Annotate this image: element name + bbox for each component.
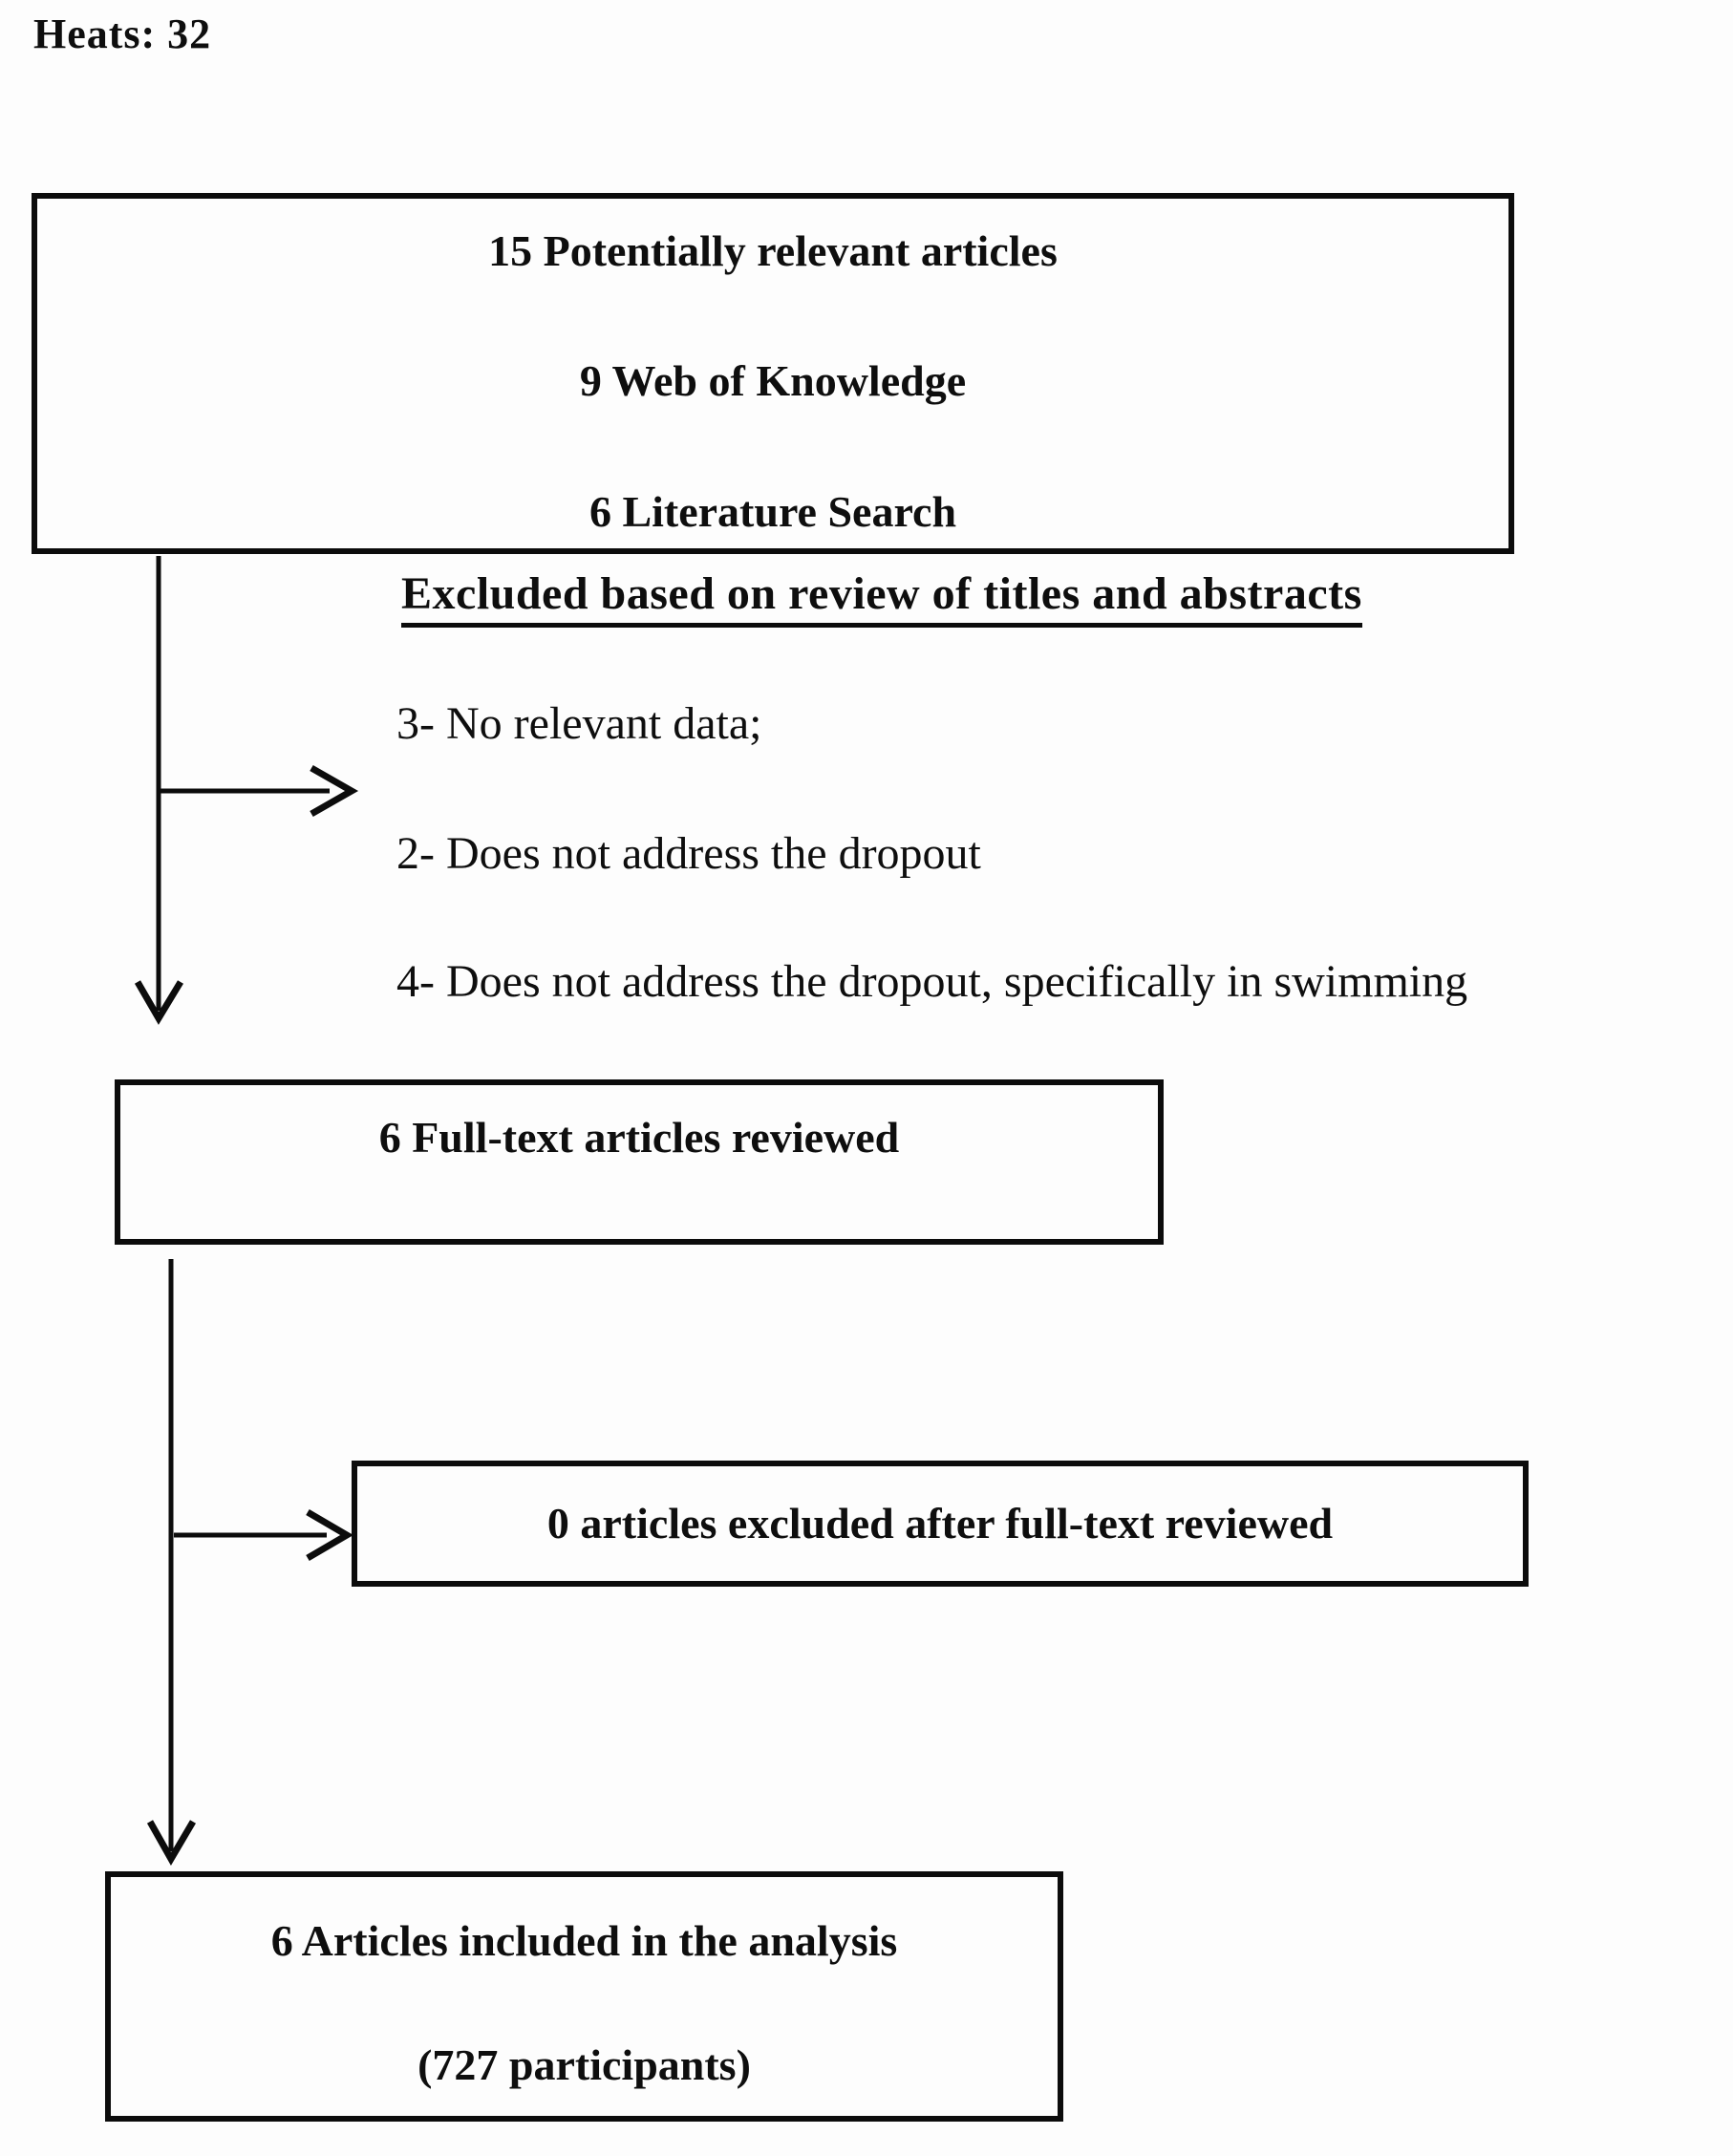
- included-analysis-line-2: (727 participants): [417, 2040, 751, 2090]
- identification-box: 15 Potentially relevant articles 9 Web o…: [32, 193, 1514, 554]
- down-arrow-2-head-icon: [146, 1820, 197, 1867]
- right-arrow-1-head-icon: [310, 764, 359, 818]
- identification-box-line-3: 6 Literature Search: [588, 486, 957, 536]
- fulltext-reviewed-box: 6 Full-text articles reviewed: [115, 1079, 1164, 1245]
- right-arrow-2-head-icon: [306, 1508, 353, 1562]
- down-arrow-1-head-icon: [134, 980, 183, 1025]
- included-analysis-line-1: 6 Articles included in the analysis: [270, 1916, 898, 1965]
- identification-box-line-1: 15 Potentially relevant articles: [488, 226, 1058, 275]
- exclusion-section-heading: Excluded based on review of titles and a…: [401, 567, 1362, 628]
- identification-box-line-2: 9 Web of Knowledge: [579, 356, 967, 406]
- fulltext-excluded-box: 0 articles excluded after full-text revi…: [352, 1461, 1529, 1587]
- included-analysis-box: 6 Articles included in the analysis (727…: [105, 1871, 1063, 2122]
- heats-label: Heats: 32: [33, 11, 212, 57]
- fulltext-reviewed-label: 6 Full-text articles reviewed: [378, 1113, 900, 1162]
- fulltext-excluded-label: 0 articles excluded after full-text revi…: [546, 1498, 1334, 1548]
- exclusion-item-not-address-dropout-swimming: 4- Does not address the dropout, specifi…: [396, 956, 1468, 1007]
- exclusion-item-no-relevant-data: 3- No relevant data;: [396, 698, 762, 749]
- exclusion-item-not-address-dropout: 2- Does not address the dropout: [396, 828, 981, 879]
